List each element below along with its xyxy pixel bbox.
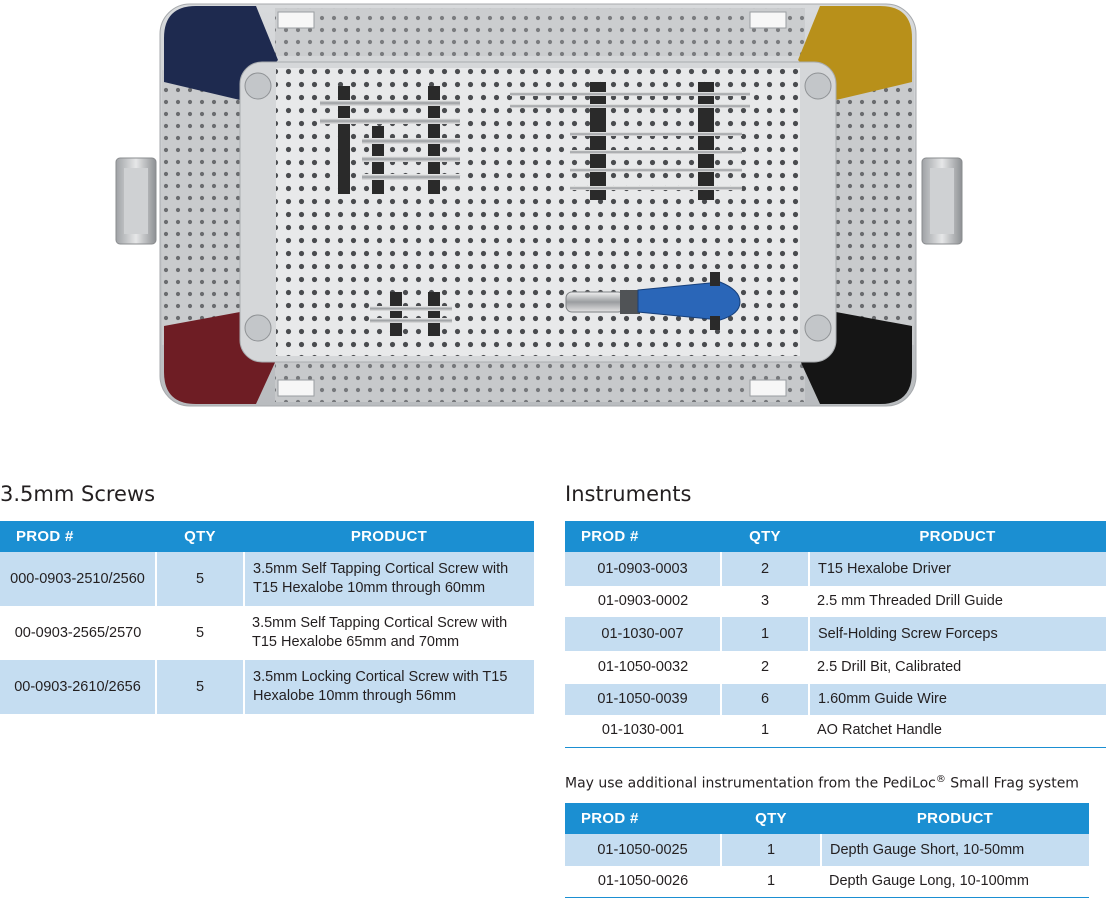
additional-header-row: PROD # QTY PRODUCT — [565, 803, 1089, 834]
instrument-tray-image — [115, 3, 963, 407]
col-qty-header: QTY — [721, 803, 821, 834]
col-product-header: PRODUCT — [821, 803, 1089, 834]
instruments-section-title: Instruments — [565, 482, 692, 506]
prod-number: 01-1050-0039 — [565, 684, 721, 715]
quantity: 3 — [760, 593, 770, 609]
table-row: 01-1050-0025 1 Depth Gauge Short, 10-50m… — [565, 834, 1089, 866]
table-row: 000-0903-2510/2560 5 3.5mm Self Tapping … — [0, 552, 534, 606]
product-name: 1.60mm Guide Wire — [808, 684, 1106, 715]
quantity: 6 — [720, 684, 809, 715]
prod-number: 000-0903-2510/2560 — [0, 552, 156, 606]
quantity: 2 — [720, 552, 809, 586]
prod-number: 00-0903-2565/2570 — [14, 624, 142, 641]
prod-number: 00-0903-2610/2656 — [0, 660, 156, 714]
instruments-header-row: PROD # QTY PRODUCT — [565, 521, 1106, 552]
product-line: T15 Hexalobe 10mm through 60mm — [253, 580, 486, 596]
col-product-header: PRODUCT — [809, 521, 1106, 552]
table-row: 01-0903-0003 2 T15 Hexalobe Driver — [565, 552, 1106, 586]
table-row: 00-0903-2610/2656 5 3.5mm Locking Cortic… — [0, 660, 534, 714]
product-name: 2.5 Drill Bit, Calibrated — [817, 659, 962, 675]
note-text-end: Small Frag system — [945, 775, 1079, 792]
prod-number: 01-1050-0032 — [597, 659, 689, 675]
product-line: 3.5mm Self Tapping Cortical Screw with — [252, 615, 508, 631]
wire-rack — [510, 82, 750, 200]
table-row: 01-1050-0039 6 1.60mm Guide Wire — [565, 684, 1106, 715]
forceps — [370, 292, 452, 336]
prod-number: 01-1030-001 — [565, 715, 721, 748]
registered-mark: ® — [935, 774, 946, 785]
product-name: T15 Hexalobe Driver — [808, 552, 1106, 586]
prod-number: 01-1030-007 — [565, 617, 721, 651]
product-name: Depth Gauge Short, 10-50mm — [820, 834, 1089, 866]
col-qty-header: QTY — [156, 521, 244, 552]
product-line: T15 Hexalobe 65mm and 70mm — [252, 634, 460, 650]
col-qty-header: QTY — [721, 521, 809, 552]
col-prod-header: PROD # — [0, 521, 156, 552]
col-prod-header: PROD # — [565, 803, 721, 834]
table-row: 01-1050-0026 1 Depth Gauge Long, 10-100m… — [565, 866, 1089, 898]
screws-section-title: 3.5mm Screws — [0, 482, 156, 506]
col-product-header: PRODUCT — [244, 521, 534, 552]
quantity: 1 — [720, 834, 821, 866]
table-row: 01-1030-001 1 AO Ratchet Handle — [565, 715, 1106, 748]
quantity: 5 — [155, 660, 244, 714]
table-row: 01-1030-007 1 Self-Holding Screw Forceps — [565, 617, 1106, 651]
prod-number: 01-1050-0025 — [565, 834, 721, 866]
product-name: AO Ratchet Handle — [809, 715, 1106, 748]
screw-rack — [320, 86, 460, 194]
product-name: Depth Gauge Long, 10-100mm — [821, 866, 1089, 898]
product-line: Hexalobe 10mm through 56mm — [253, 688, 457, 704]
tray-handle-right — [921, 157, 963, 245]
screws-header-row: PROD # QTY PRODUCT — [0, 521, 534, 552]
product-name: Self-Holding Screw Forceps — [808, 617, 1106, 651]
screws-table: PROD # QTY PRODUCT 000-0903-2510/2560 5 … — [0, 521, 534, 714]
prod-number: 01-0903-0003 — [565, 552, 721, 586]
quantity: 5 — [155, 552, 244, 606]
quantity: 1 — [720, 617, 809, 651]
tray-handle-left — [115, 157, 157, 245]
additional-instrumentation-note: May use additional instrumentation from … — [565, 774, 1079, 792]
quantity: 1 — [721, 866, 821, 898]
note-text: May use additional instrumentation from … — [565, 775, 936, 792]
table-row: 00-0903-2565/2570 5 3.5mm Self Tapping C… — [0, 606, 534, 660]
quantity: 1 — [721, 715, 809, 748]
additional-table: PROD # QTY PRODUCT 01-1050-0025 1 Depth … — [565, 803, 1089, 898]
ratchet-handle — [565, 272, 741, 330]
quantity: 5 — [195, 624, 205, 641]
table-row: 01-0903-0002 3 2.5 mm Threaded Drill Gui… — [565, 586, 1106, 617]
col-prod-header: PROD # — [565, 521, 721, 552]
product-line: 3.5mm Locking Cortical Screw with T15 — [253, 669, 508, 685]
product-line: 3.5mm Self Tapping Cortical Screw with — [253, 561, 509, 577]
table-row: 01-1050-0032 2 2.5 Drill Bit, Calibrated — [565, 651, 1106, 684]
instruments-table: PROD # QTY PRODUCT 01-0903-0003 2 T15 He… — [565, 521, 1106, 748]
product-name: 2.5 mm Threaded Drill Guide — [817, 593, 1003, 609]
prod-number: 01-1050-0026 — [565, 866, 721, 898]
quantity: 2 — [760, 659, 770, 675]
prod-number: 01-0903-0002 — [597, 593, 689, 609]
